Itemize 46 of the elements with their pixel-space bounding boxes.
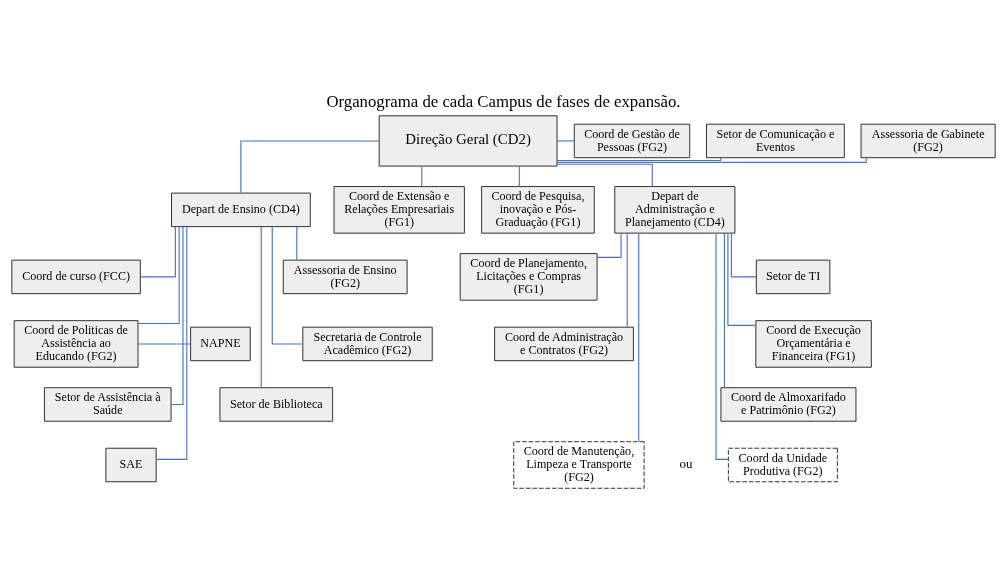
connector <box>155 226 188 460</box>
connector <box>170 226 184 406</box>
node-box: Secretaria de Controle Acadêmico (FG2) <box>302 326 433 362</box>
node-box: Direção Geral (CD2) <box>378 115 558 167</box>
node-box: Coord de Politicas de Assistência ao Educando (FG2) <box>13 320 139 368</box>
connector <box>271 226 304 345</box>
node-box: Assessoria de Gabinete (FG2) <box>860 123 996 159</box>
node-box: Coord de Administração e Contratos (FG2) <box>494 326 634 362</box>
connector <box>638 232 640 443</box>
node-box: Setor de Assistência à Saúde <box>43 387 172 422</box>
connector <box>596 232 622 258</box>
node-box: NAPNE <box>190 326 251 362</box>
connector <box>727 232 757 326</box>
connector <box>421 165 423 187</box>
node-box: Coord de Almoxarifado e Patrimônio (FG2) <box>720 387 857 422</box>
connector <box>137 343 192 345</box>
node-box: Coord de Manutenção, Limpeza e Transporte (FG2) <box>513 441 645 489</box>
node-box: Coord de curso (FCC) <box>11 259 141 295</box>
connector <box>240 140 380 194</box>
node-box: Coord de Pesquisa, inovação e Pós-Graduação (FG1) <box>481 186 595 234</box>
node-box: Setor de Biblioteca <box>219 387 334 422</box>
node-box: Coord de Planejamento, Licitações e Compras (FG1) <box>459 253 598 301</box>
node-box: SAE <box>105 447 157 483</box>
connector <box>260 226 262 388</box>
node-box: Setor de TI <box>755 259 831 295</box>
node-box: Coord de Gestão de Pessoas (FG2) <box>573 123 691 159</box>
connector <box>626 232 628 328</box>
connector <box>556 163 653 188</box>
connector <box>723 232 725 388</box>
node-box: Depart de Ensino (CD4) <box>171 192 311 228</box>
node-box: Coord da Unidade Produtiva (FG2) <box>727 447 838 483</box>
connector <box>139 226 176 278</box>
connector <box>296 226 298 261</box>
node-box: Coord de Extensão e Relações Empresariais (FG1) <box>333 186 465 234</box>
connector <box>556 157 867 163</box>
connector <box>518 165 520 187</box>
connector <box>556 157 722 162</box>
connector <box>730 232 757 278</box>
node-box: Setor de Comunicação e Eventos <box>706 123 845 159</box>
node-box: Depart de Administração e Planejamento (CD4) <box>614 186 736 234</box>
diagram-title: Organograma de cada Campus de fases de expansão. <box>326 91 681 111</box>
label: ou <box>679 456 693 472</box>
connector <box>137 226 180 324</box>
node-box: Coord de Execução Orçamentária e Financeira (FG1) <box>755 320 872 368</box>
connector <box>556 140 575 142</box>
node-box: Assessoria de Ensino (FG2) <box>282 259 408 295</box>
